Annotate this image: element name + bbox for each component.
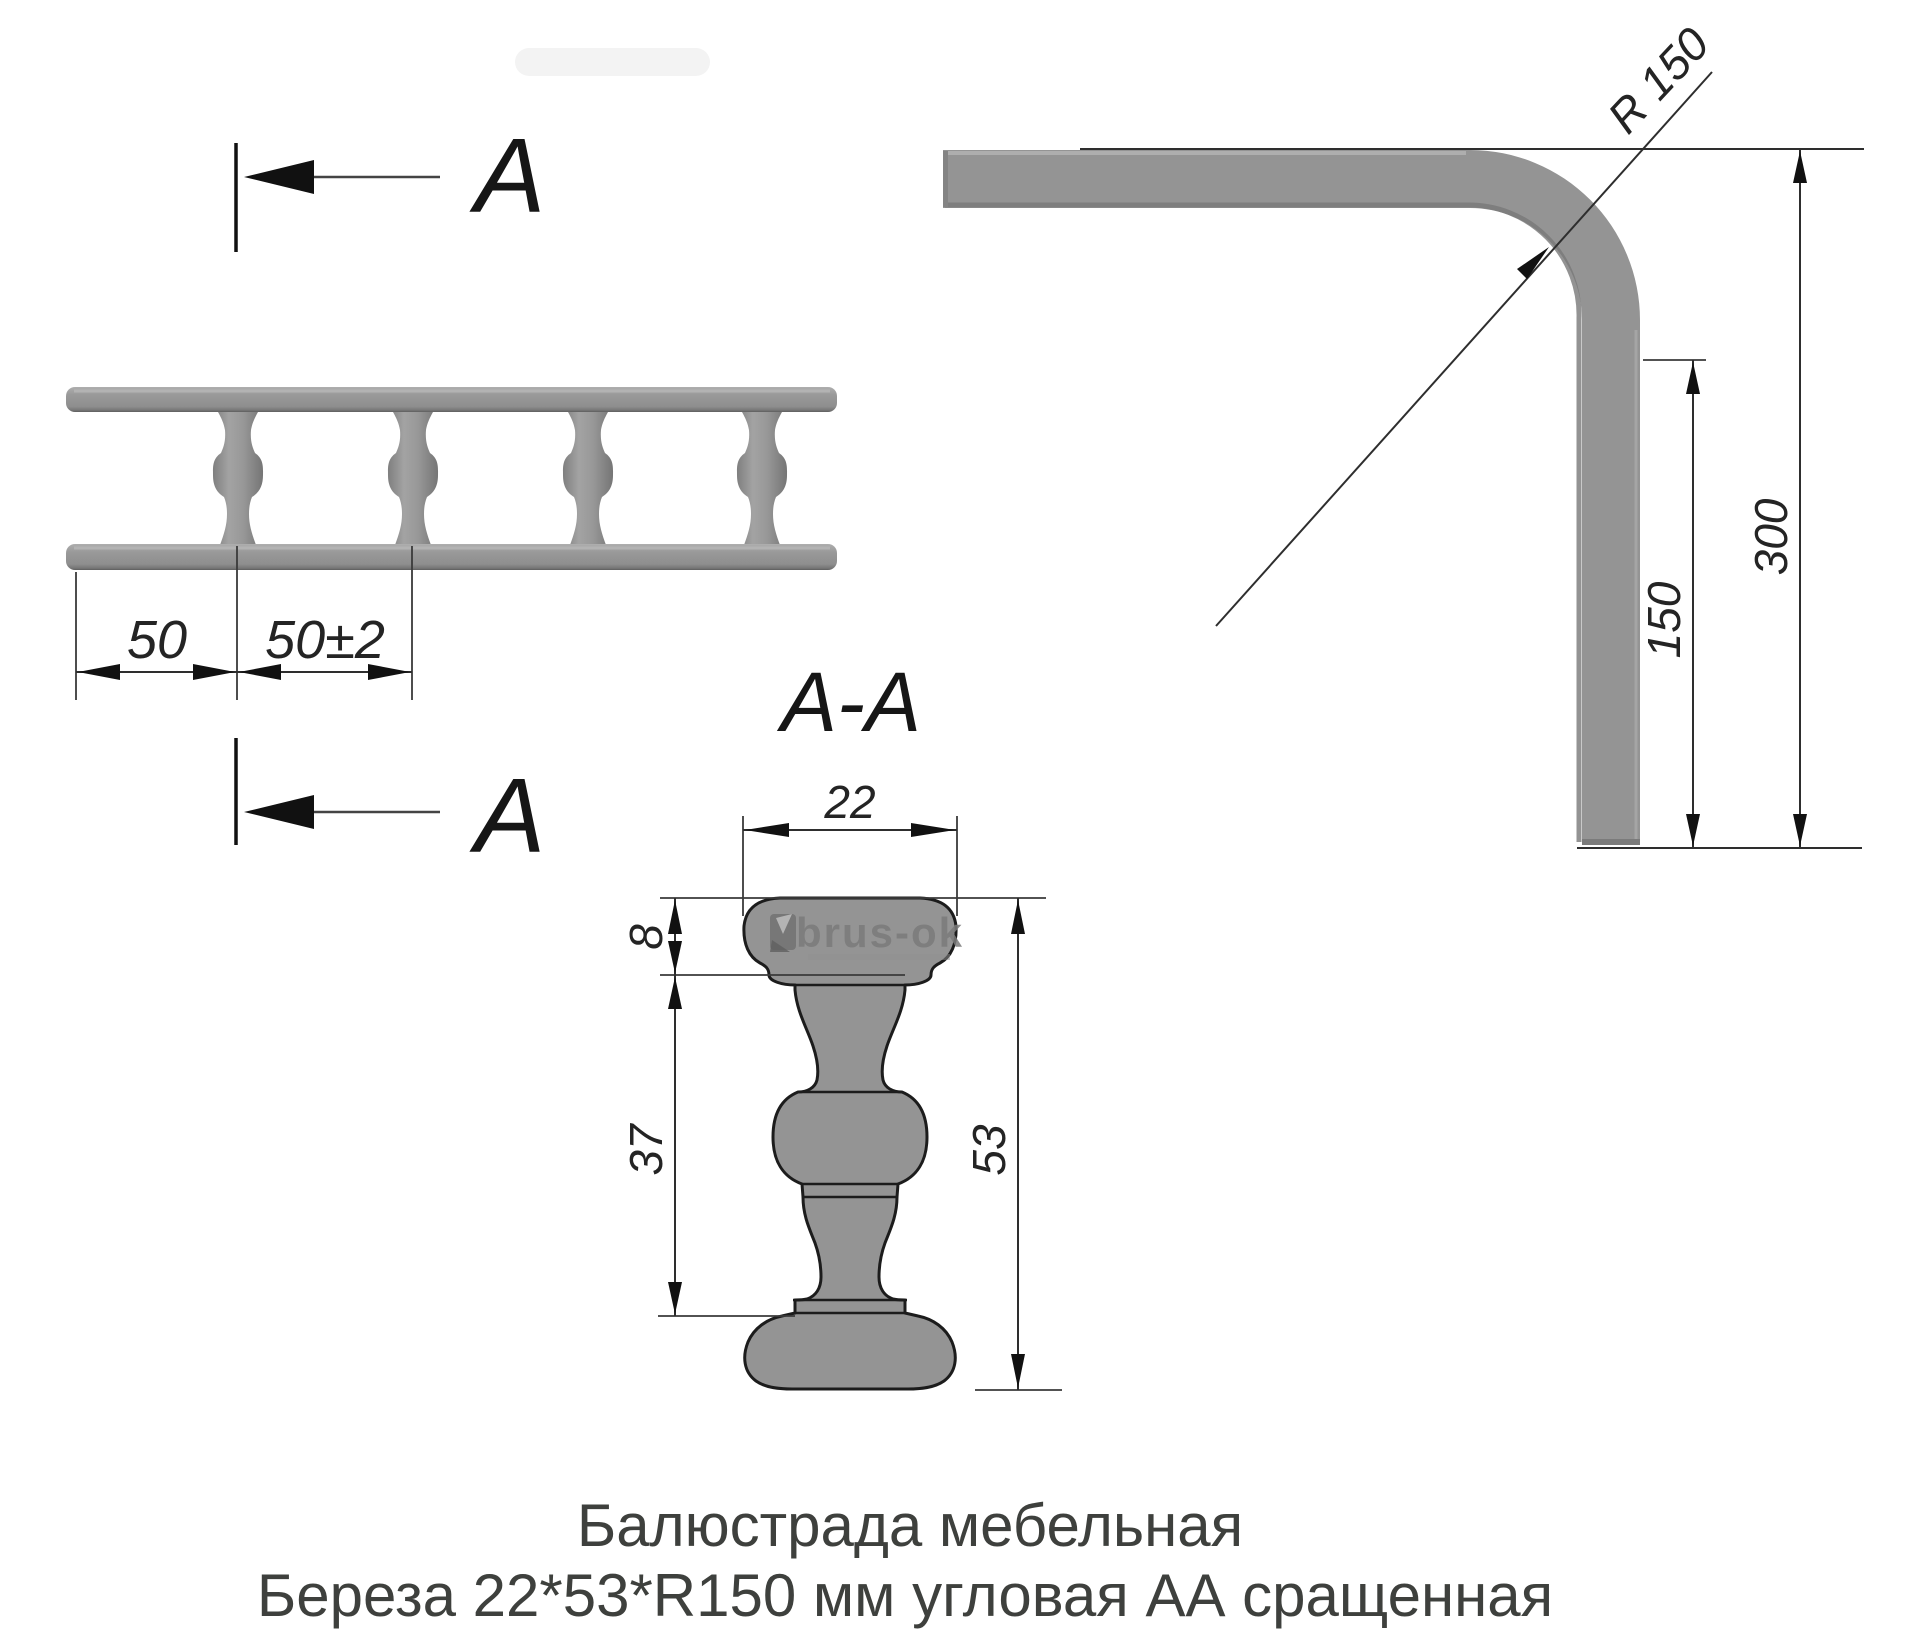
brand-tagline-blur — [808, 954, 950, 960]
section-a-a-view: A-A 22 brus-ok 8 — [620, 655, 1062, 1391]
bottom-rail — [66, 544, 837, 570]
dim-text-pitch: 50±2 — [265, 610, 385, 670]
dim-text-width: 22 — [823, 776, 875, 828]
radius-arrow-icon — [1517, 247, 1549, 279]
brand-logo-icon — [770, 914, 796, 950]
corner-bottom-end — [1582, 839, 1640, 845]
baluster-profile — [742, 896, 958, 1391]
dim-text-cap-height: 8 — [620, 924, 672, 950]
dim-text-outer-leg: 300 — [1745, 498, 1797, 575]
top-rail — [66, 387, 837, 412]
dim-arrow-icon — [1793, 151, 1807, 183]
brand-logo-icon — [770, 940, 790, 952]
faint-smudge — [515, 48, 710, 76]
baluster — [212, 412, 264, 545]
corner-view: R 150 150 300 — [943, 17, 1864, 849]
dim-arrow-icon — [1686, 362, 1700, 394]
dim-arrow-icon — [78, 664, 120, 680]
dim-arrow-icon — [745, 823, 789, 837]
section-arrow-icon — [244, 795, 314, 829]
dim-text-inner-leg: 150 — [1638, 581, 1690, 658]
baluster — [562, 412, 614, 545]
radius-leader-line — [1215, 71, 1713, 627]
dim-arrow-icon — [668, 1282, 682, 1314]
pitch-dimension: 50 50±2 — [75, 546, 413, 700]
dim-arrow-icon — [368, 664, 410, 680]
baluster — [736, 412, 788, 545]
corner-handrail — [943, 150, 1640, 845]
brand-logo-icon — [776, 914, 792, 934]
dim-arrow-icon — [1011, 1354, 1025, 1388]
dim-text-body-height: 37 — [620, 1123, 672, 1176]
dim-arrow-icon — [239, 664, 281, 680]
dim-text-total-height: 53 — [963, 1124, 1015, 1176]
section-marker-top: A — [234, 117, 546, 252]
dim-text-radius: R 150 — [1597, 17, 1719, 143]
title-line-1: Балюстрада мебельная — [577, 1492, 1243, 1559]
balustrade-side-view: 50 50±2 — [66, 387, 837, 700]
section-marker-bottom: A — [234, 738, 546, 875]
section-arrow-icon — [244, 160, 314, 194]
dim-arrow-icon — [1686, 814, 1700, 846]
section-view-title: A-A — [776, 655, 921, 749]
drawing-title: Балюстрада мебельная Береза 22*53*R150 м… — [257, 1492, 1553, 1629]
section-label-top: A — [469, 117, 546, 235]
dim-arrow-icon — [668, 977, 682, 1009]
dim-arrow-icon — [668, 941, 682, 973]
corner-inner-shade — [945, 202, 1582, 842]
dim-text-end-offset: 50 — [127, 610, 187, 670]
dim-arrow-icon — [193, 664, 235, 680]
section-label-bottom: A — [469, 757, 546, 875]
brand-watermark-text: brus-ok — [796, 909, 964, 956]
dim-arrow-icon — [1793, 814, 1807, 846]
dim-arrow-icon — [668, 900, 682, 934]
corner-left-end — [943, 151, 948, 207]
baluster — [387, 412, 439, 545]
dim-arrow-icon — [911, 823, 955, 837]
title-line-2: Береза 22*53*R150 мм угловая АА сращенна… — [257, 1562, 1553, 1629]
brand-watermark: brus-ok — [770, 909, 964, 960]
dim-arrow-icon — [1011, 900, 1025, 934]
